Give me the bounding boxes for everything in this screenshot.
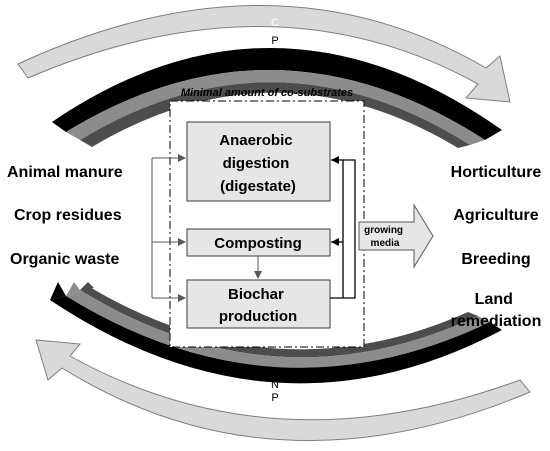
input-connectors xyxy=(151,154,186,302)
composting-label: Composting xyxy=(214,235,302,252)
growing-media-arrow xyxy=(358,203,434,269)
connector-arrowhead-top xyxy=(331,156,339,164)
output-horticulture: Horticulture xyxy=(451,164,542,181)
bottom-nutrient-c: C xyxy=(271,407,279,419)
output-agriculture: Agriculture xyxy=(453,207,538,224)
bottom-band-c xyxy=(50,296,502,384)
biochar-box xyxy=(186,279,331,329)
bottom-band-notch xyxy=(50,282,66,300)
top-nutrient-c: C xyxy=(271,17,279,29)
bottom-band-notch-dark xyxy=(80,282,94,290)
anaerobic-label: Anaerobic digestion (digestate) xyxy=(219,132,297,195)
biochar-label: Biochar production xyxy=(219,286,297,325)
bottom-outer-flow-arrow xyxy=(35,339,531,442)
top-outer-flow-arrow xyxy=(17,5,511,103)
top-nutrient-n: N xyxy=(271,51,279,63)
input-crop-residues: Crop residues xyxy=(14,207,122,224)
connector-arrowhead-mid xyxy=(331,238,339,246)
input-animal-manure: Animal manure xyxy=(7,164,123,181)
bottom-nutrient-n: N xyxy=(271,379,279,391)
bottom-band-n xyxy=(80,286,478,358)
bottom-band-notch-gray xyxy=(66,282,80,296)
anaerobic-digestion-box xyxy=(186,121,331,202)
top-band-p xyxy=(66,69,485,145)
top-band-c xyxy=(52,47,502,140)
center-title: Minimal amount of co-substrates xyxy=(181,87,353,99)
top-band-n xyxy=(80,82,470,148)
input-organic-waste: Organic waste xyxy=(10,251,119,268)
top-nutrient-p: P xyxy=(271,35,278,47)
output-land-remediation: Land remediation xyxy=(451,291,542,330)
growing-media-label: growing media xyxy=(364,225,406,249)
output-breeding: Breeding xyxy=(461,251,530,268)
bottom-nutrient-p: P xyxy=(271,392,278,404)
bottom-band-p xyxy=(66,290,490,368)
